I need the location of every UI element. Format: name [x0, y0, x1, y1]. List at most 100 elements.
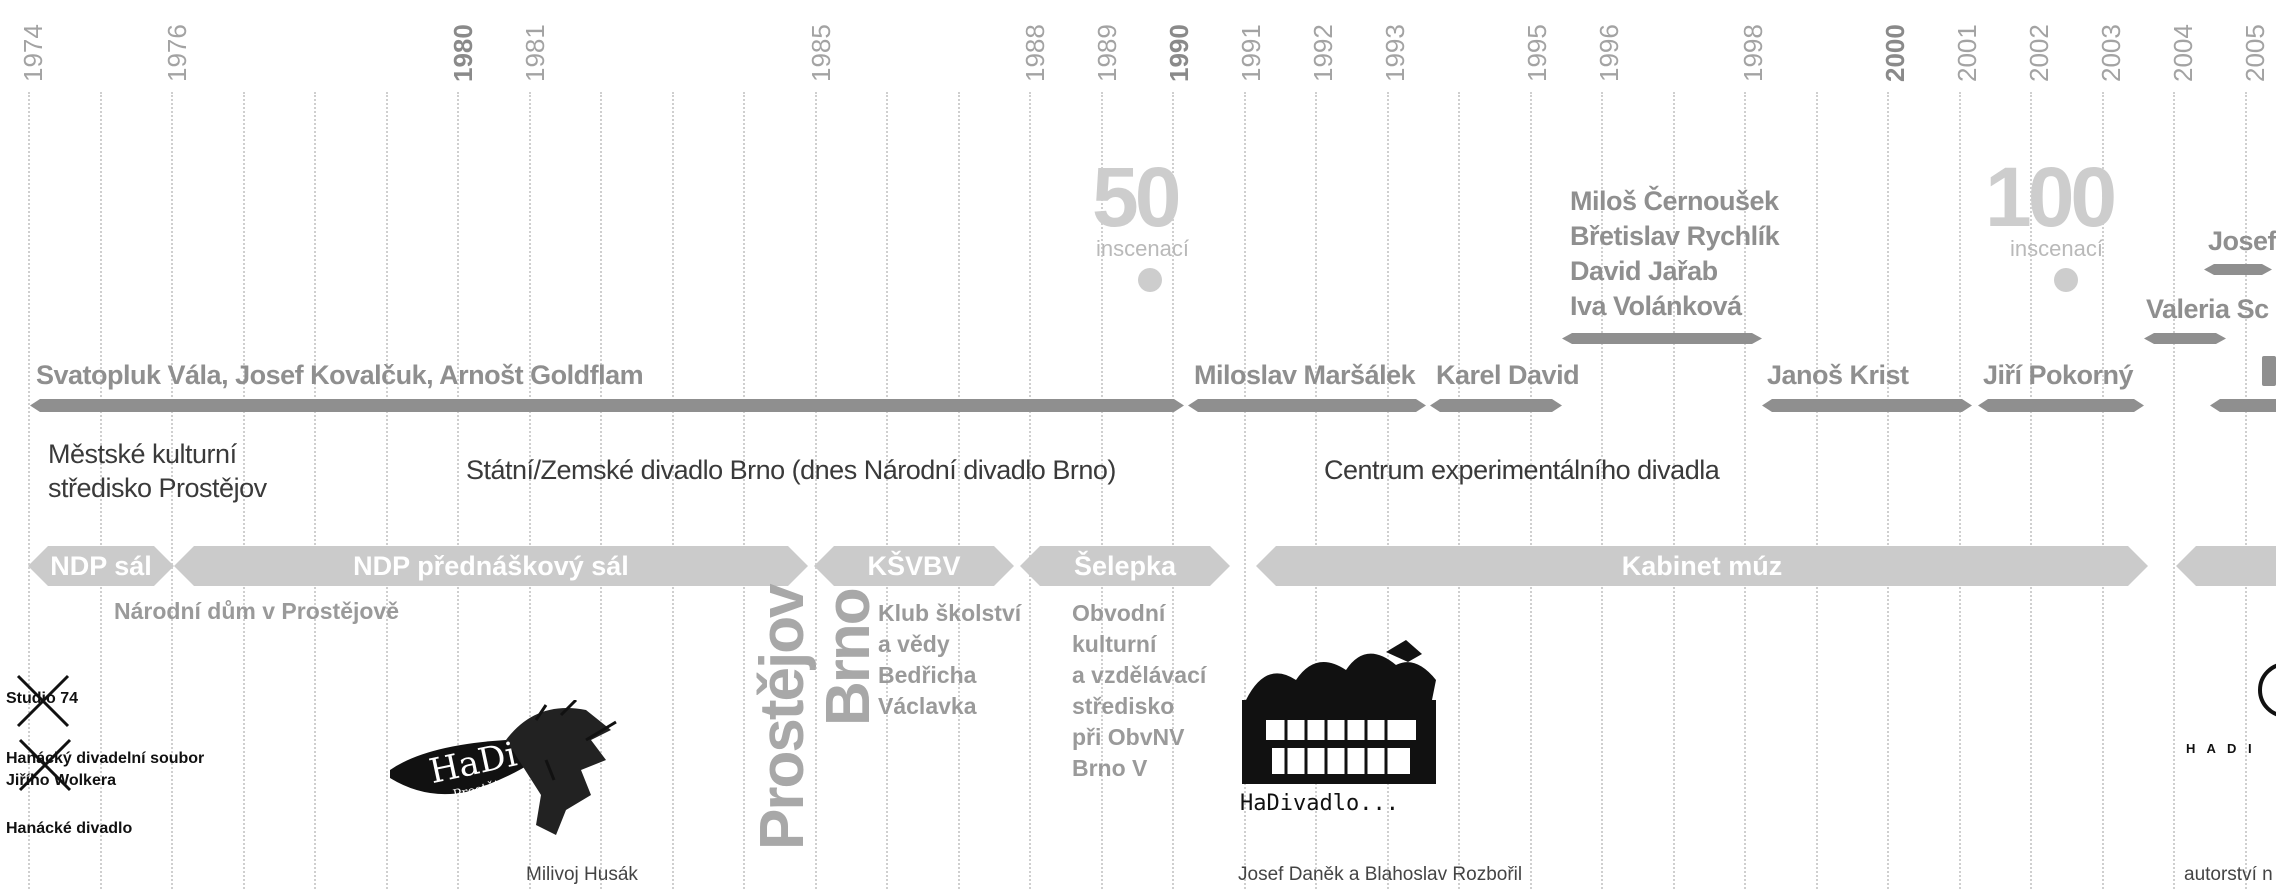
grid-line: [386, 92, 388, 889]
grid-line: [314, 92, 316, 889]
person-valeria: Valeria Sc: [2146, 294, 2269, 324]
leadership-bar-founders: [30, 399, 1184, 412]
leadership-bar-marsalek: [1188, 399, 1426, 412]
venue-note-ndp: Národní dům v Prostějově: [114, 598, 400, 624]
grid-line: [1673, 92, 1675, 889]
grid-line: [1387, 92, 1389, 889]
ensemble-hanacky-soubor: Hanácký divadelní soubor Jiřího Wolkera: [6, 750, 205, 789]
grid-line: [815, 92, 817, 889]
year-label-2002: 2002: [2024, 24, 2054, 82]
year-label-2005: 2005: [2240, 24, 2270, 82]
year-label-2003: 2003: [2096, 24, 2126, 82]
person-cernousek: Miloš Černoušek: [1570, 186, 1779, 216]
milestone-100-dot: [2054, 268, 2078, 292]
grid-line: [2245, 92, 2247, 889]
grid-line: [1029, 92, 1031, 889]
year-label-2004: 2004: [2168, 24, 2198, 82]
institution-mks-prostejov: Městské kulturní středisko Prostějov: [48, 439, 267, 503]
leadership-bar-1996: [1562, 333, 1762, 344]
grid-line: [529, 92, 531, 889]
year-label-1976: 1976: [162, 24, 192, 82]
milestone-50-dot: [1138, 268, 1162, 292]
venue-ndp-sal: NDP sál: [28, 546, 174, 586]
grid-line: [243, 92, 245, 889]
year-label-1974: 1974: [18, 24, 48, 82]
crossed-out-icon: [16, 674, 70, 728]
year-label-1990: 1990: [1164, 24, 1194, 82]
hadivadlo-text: HaDivadlo...: [1240, 791, 1399, 816]
grid-line: [672, 92, 674, 889]
person-volankova: Iva Volánková: [1570, 291, 1742, 321]
leadership-bar-josef: [2204, 264, 2272, 275]
venue-ndp-prednaskovy-sal: NDP přednáškový sál: [174, 546, 808, 586]
venue-kabinet-muz: Kabinet múz: [1256, 546, 2148, 586]
year-label-1980: 1980: [448, 24, 478, 82]
city-brno: Brno: [814, 589, 883, 726]
credit-husak: Milivoj Husák: [526, 864, 638, 885]
year-label-1993: 1993: [1380, 24, 1410, 82]
grid-line: [1458, 92, 1460, 889]
credit-autorstvi: autorství n: [2184, 864, 2273, 885]
venue-selepka: Šelepka: [1020, 546, 1230, 586]
grid-line: [2173, 92, 2175, 889]
grid-line: [1244, 92, 1246, 889]
grid-line: [600, 92, 602, 889]
milestone-50-label: inscenací: [1096, 236, 1189, 261]
credit-danek-rozboril: Josef Daněk a Blahoslav Rozbořil: [1238, 864, 1523, 885]
grid-line: [1101, 92, 1103, 889]
person-krist: Janoš Krist: [1767, 360, 1909, 390]
leadership-bar-pokorny: [1978, 399, 2144, 412]
grid-line: [171, 92, 173, 889]
year-label-1995: 1995: [1522, 24, 1552, 82]
hadivadlo-logo: HaDivadlo...: [1240, 640, 1436, 816]
year-label-2000: 2000: [1880, 24, 1910, 82]
grid-line: [1816, 92, 1818, 889]
grid-line: [1601, 92, 1603, 889]
year-label-2001: 2001: [1952, 24, 1982, 82]
institution-ced: Centrum experimentálního divadla: [1324, 455, 1720, 485]
grid-line: [28, 92, 30, 889]
year-label-1988: 1988: [1020, 24, 1050, 82]
hadi-wing-logo: HaDi Prostějov: [390, 700, 617, 835]
grid-line: [1530, 92, 1532, 889]
milestone-100-number: 100: [1985, 150, 2117, 244]
person-jarab: David Jařab: [1570, 256, 1718, 286]
year-label-1998: 1998: [1738, 24, 1768, 82]
milestone-50-number: 50: [1092, 150, 1181, 244]
venue-next: [2176, 546, 2276, 586]
grid-line: [457, 92, 459, 889]
hadi-circle-logo: [2258, 663, 2276, 717]
year-label-1989: 1989: [1092, 24, 1122, 82]
grid-line: [1744, 92, 1746, 889]
hadi-right-text: H A D I: [2186, 741, 2256, 756]
person-josef: Josef: [2208, 226, 2276, 256]
milestone-100-label: inscenací: [2010, 236, 2103, 261]
grid-line: [2102, 92, 2104, 889]
year-label-1996: 1996: [1594, 24, 1624, 82]
grid-line: [1887, 92, 1889, 889]
grid-line: [100, 92, 102, 889]
ensemble-hanacke-divadlo: Hanácké divadlo: [6, 820, 133, 837]
grid-line: [743, 92, 745, 889]
leadership-bar-next-top: [2262, 356, 2276, 386]
venue-note-ksvbv: Klub školství a vědy Bedřicha Václavka: [878, 600, 1022, 719]
grid-line: [2030, 92, 2032, 889]
grid-line: [886, 92, 888, 889]
venue-ksvbv: KŠVBV: [814, 546, 1014, 586]
crossed-out-icon: [18, 738, 72, 792]
year-label-1992: 1992: [1308, 24, 1338, 82]
institution-statni-divadlo: Státní/Zemské divadlo Brno (dnes Národní…: [466, 455, 1116, 485]
leadership-bar-david: [1430, 399, 1562, 412]
year-label-1991: 1991: [1236, 24, 1266, 82]
person-david: Karel David: [1436, 360, 1580, 390]
venue-note-selepka: Obvodní kulturní a vzdělávací středisko …: [1072, 600, 1207, 781]
grid-line: [1959, 92, 1961, 889]
year-label-1985: 1985: [806, 24, 836, 82]
leadership-bar-valeria: [2144, 333, 2226, 344]
grid-line: [958, 92, 960, 889]
person-marsalek: Miloslav Maršálek: [1194, 360, 1416, 390]
year-label-1981: 1981: [520, 24, 550, 82]
person-pokorny: Jiří Pokorný: [1983, 360, 2134, 390]
person-founders: Svatopluk Vála, Josef Kovalčuk, Arnošt G…: [36, 360, 644, 390]
